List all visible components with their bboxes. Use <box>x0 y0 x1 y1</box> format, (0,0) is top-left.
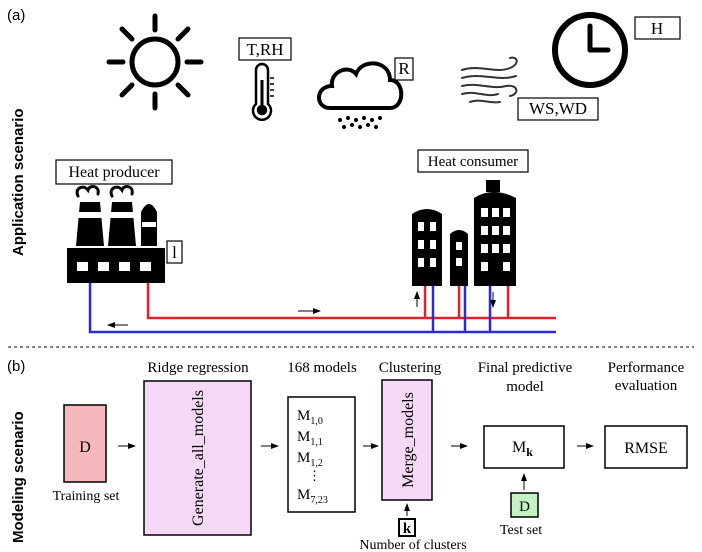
clock-label: H <box>651 19 663 38</box>
generate-all-models-box <box>143 380 252 536</box>
model-item: M1,2 <box>297 450 323 469</box>
cluster-count-label: k <box>403 521 412 537</box>
modeling-scenario-label: Modeling scenario <box>10 411 27 543</box>
rain-cloud-icon <box>317 61 404 110</box>
performance-title-line1: Performance <box>608 360 685 376</box>
performance-title-line2: evaluation <box>615 378 678 394</box>
factory-icon <box>67 185 165 283</box>
models-list: M1,0 M1,1 M1,2 ⋮ M7,23 <box>297 408 328 506</box>
clock-label-box <box>634 16 681 40</box>
rain-label-box <box>394 57 414 81</box>
model-item: M1,0 <box>297 408 323 427</box>
producer-tag: l <box>172 243 177 262</box>
producer-tag-box <box>166 240 183 264</box>
cluster-count-caption: Number of clusters <box>359 538 466 552</box>
wind-label: WS,WD <box>529 99 587 118</box>
sun-icon <box>106 13 204 111</box>
application-scenario-label: Application scenario <box>10 108 27 256</box>
ridge-regression-title: Ridge regression <box>147 360 249 376</box>
training-set-box <box>63 404 107 483</box>
supply-pipe <box>146 283 556 320</box>
final-model-box <box>483 425 565 469</box>
model-ellipsis: ⋮ <box>308 468 321 483</box>
clock-icon <box>552 12 628 88</box>
thermometer-label-box <box>238 37 292 61</box>
wind-label-box <box>517 97 599 121</box>
rain-label: R <box>398 59 410 78</box>
thermometer-icon <box>251 62 274 121</box>
rain-drops <box>338 116 382 129</box>
flow-arrows <box>107 291 496 328</box>
generate-all-models-label: Generate_all_models <box>190 390 207 526</box>
model-item: M1,1 <box>297 429 323 448</box>
wind-icon <box>461 56 518 104</box>
buildings-icon <box>412 180 516 286</box>
panel-a-label: (a) <box>7 7 25 24</box>
panel-b-label: (b) <box>7 358 25 375</box>
heat-producer-label-box <box>55 159 173 185</box>
heat-producer-label: Heat producer <box>68 164 160 181</box>
test-set-caption: Test set <box>500 523 542 538</box>
rmse-box <box>604 425 688 469</box>
models-list-box <box>287 396 356 513</box>
final-model-title-line1: Final predictive <box>478 360 573 376</box>
cluster-count-box <box>398 518 416 537</box>
training-set-caption: Training set <box>53 489 120 504</box>
models-title: 168 models <box>287 360 357 376</box>
heat-consumer-label: Heat consumer <box>428 154 518 170</box>
merge-models-box <box>381 379 433 501</box>
merge-models-label: Merge_models <box>400 392 417 488</box>
test-set-box-label: D <box>519 499 530 515</box>
training-set-box-label: D <box>79 439 91 456</box>
model-item: M7,23 <box>297 487 328 506</box>
final-model-title-line2: model <box>506 379 544 395</box>
test-set-box <box>510 492 539 518</box>
return-pipe <box>88 283 556 334</box>
final-model-label: Mk <box>512 439 533 459</box>
heat-consumer-label-box <box>417 149 529 173</box>
rmse-label: RMSE <box>624 440 668 457</box>
clustering-title: Clustering <box>379 360 442 376</box>
thermometer-label: T,RH <box>247 40 284 59</box>
